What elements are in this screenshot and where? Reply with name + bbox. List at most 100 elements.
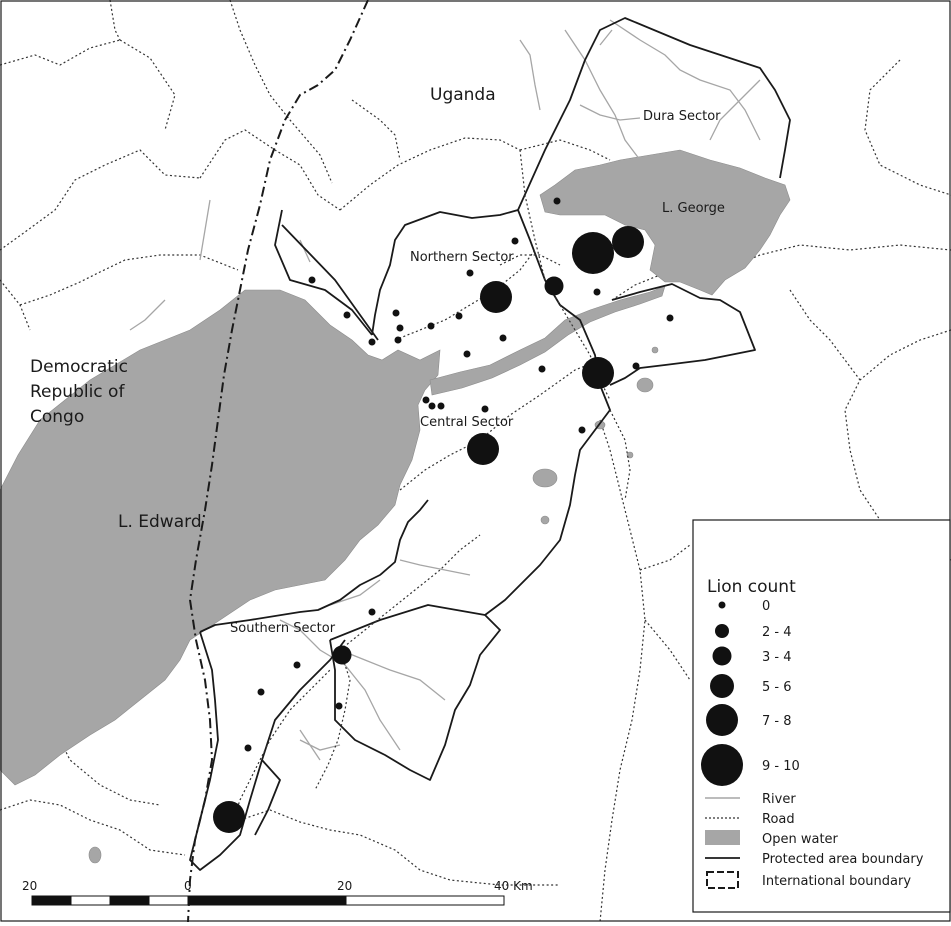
lion-point <box>293 661 301 669</box>
legend-class-symbol <box>710 674 734 698</box>
lion-point <box>582 357 614 389</box>
scale-bar: 20 0 20 40 Km <box>22 879 533 906</box>
road <box>19 254 239 306</box>
scale-segment <box>70 895 111 906</box>
sector-label-southern: Southern Sector <box>230 621 336 636</box>
crater-lake <box>88 846 102 864</box>
lake-label-george: L. George <box>662 201 725 216</box>
lion-point <box>593 288 601 296</box>
road <box>199 129 341 211</box>
road <box>339 137 521 211</box>
lion-point <box>553 197 561 205</box>
road <box>399 359 601 491</box>
legend-class-label: 9 - 10 <box>762 759 800 774</box>
crater-lake <box>636 377 654 393</box>
river <box>279 619 401 751</box>
road <box>394 249 536 341</box>
legend-class-symbol <box>718 601 726 609</box>
legend-international-boundary-symbol <box>706 871 739 889</box>
road <box>314 649 351 791</box>
lion-point <box>572 232 614 274</box>
international-boundary <box>187 0 369 923</box>
legend-class-symbol <box>706 704 738 736</box>
lion-point <box>544 276 564 296</box>
river <box>399 559 471 576</box>
lion-point <box>437 402 445 410</box>
lion-point <box>213 801 245 833</box>
country-label-drc-line3: Congo <box>30 407 84 427</box>
lake-george <box>539 149 791 296</box>
legend-road-label: Road <box>762 812 795 827</box>
legend-class-label: 3 - 4 <box>762 650 792 665</box>
lion-point <box>455 312 463 320</box>
lion-point <box>368 608 376 616</box>
country-label-drc-line1: Democratic <box>30 357 128 377</box>
lion-point <box>466 269 474 277</box>
protected-area-boundary <box>189 631 346 871</box>
protected-area-boundary <box>199 499 429 633</box>
protected-area-boundary <box>517 17 791 211</box>
scale-segment <box>109 895 150 906</box>
road <box>0 39 121 66</box>
lion-point <box>467 433 499 465</box>
legend-title: Lion count <box>707 577 796 597</box>
lion-point <box>244 744 252 752</box>
protected-area-boundary <box>371 209 519 336</box>
crater-lake <box>626 451 634 459</box>
road <box>0 799 186 856</box>
river <box>329 579 381 606</box>
protected-area-boundary <box>281 224 379 341</box>
lion-point <box>332 645 352 665</box>
map-labels: Uganda Democratic Republic of Congo L. E… <box>30 85 725 636</box>
road <box>239 809 560 886</box>
protected-area-boundary <box>274 209 373 336</box>
kazinga-channel <box>429 285 666 396</box>
lion-point <box>511 237 519 245</box>
lion-points-layer <box>213 197 674 833</box>
lion-point <box>499 334 507 342</box>
road <box>109 0 121 41</box>
river <box>564 29 641 161</box>
protected-area-boundary <box>484 209 611 616</box>
legend-class-label: 0 <box>762 599 770 614</box>
river <box>599 29 613 46</box>
park-roads-layer <box>229 139 631 831</box>
road <box>0 149 201 251</box>
legend-class-symbol <box>715 624 729 638</box>
sector-label-central: Central Sector <box>420 415 514 430</box>
river <box>199 199 211 261</box>
sector-label-northern: Northern Sector <box>410 250 514 265</box>
scale-label: 40 Km <box>494 879 533 893</box>
legend-protected-area-label: Protected area boundary <box>762 852 924 867</box>
scale-label: 20 <box>22 879 37 893</box>
legend-class-label: 2 - 4 <box>762 625 792 640</box>
river <box>299 739 341 751</box>
lion-point <box>578 426 586 434</box>
scale-segment <box>187 895 347 906</box>
country-label-drc-line2: Republic of <box>30 382 125 402</box>
road <box>644 619 691 681</box>
legend-class-symbol <box>701 744 743 786</box>
lion-point <box>632 362 640 370</box>
lion-point <box>612 226 644 258</box>
river <box>709 79 761 141</box>
river <box>299 239 311 263</box>
lion-point <box>396 324 404 332</box>
road <box>339 534 481 651</box>
river <box>129 299 166 331</box>
lion-point <box>666 314 674 322</box>
scale-segment <box>345 895 505 906</box>
crater-lake <box>651 346 659 354</box>
lion-point <box>392 309 400 317</box>
lake-edward <box>0 289 441 786</box>
road <box>639 544 691 571</box>
road <box>229 0 333 184</box>
lion-point <box>481 405 489 413</box>
lion-point <box>394 336 402 344</box>
scale-segment <box>148 895 189 906</box>
river <box>579 104 641 121</box>
sector-label-dura: Dura Sector <box>643 109 721 124</box>
road <box>351 99 401 161</box>
